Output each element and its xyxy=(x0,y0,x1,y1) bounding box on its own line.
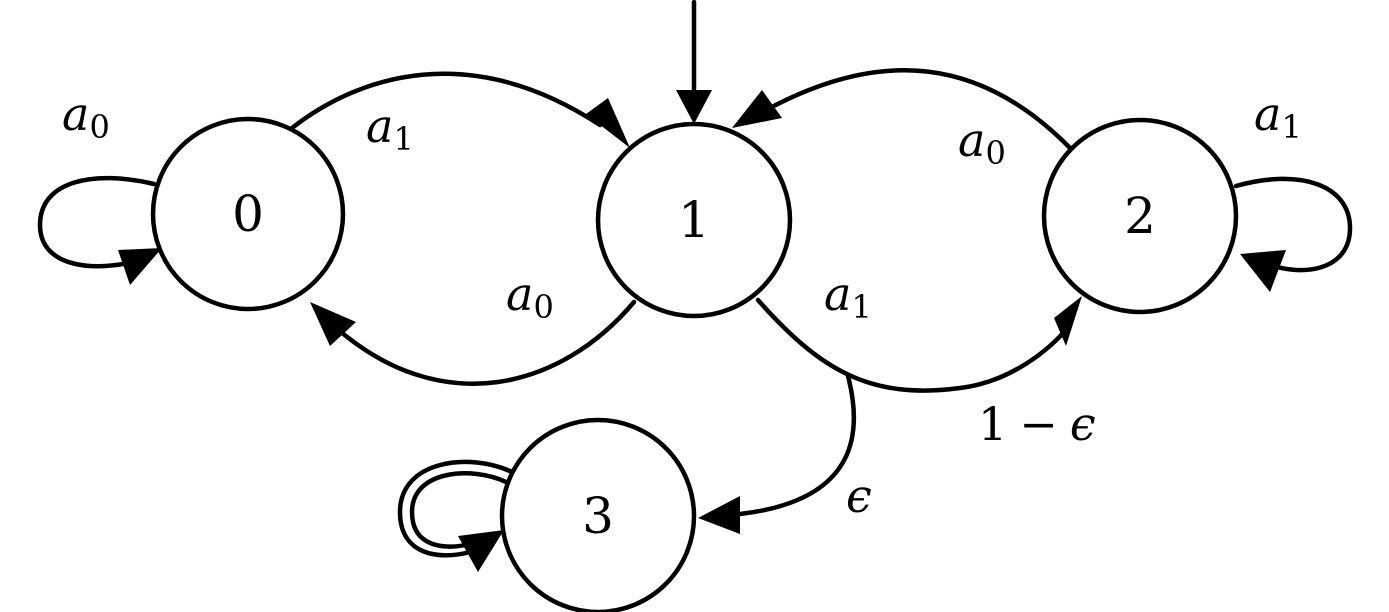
state-2-label: 2 xyxy=(1124,187,1156,245)
edge-2-2-arrowhead xyxy=(1240,250,1286,292)
state-3-label: 3 xyxy=(582,487,614,545)
edge-1-0 xyxy=(331,299,637,386)
label-2-1: a0 xyxy=(958,113,1006,172)
edge-1-2-arrowhead xyxy=(1054,296,1082,346)
state-3: 3 xyxy=(499,417,697,612)
prob-label-to-2: 1−ϵ xyxy=(978,397,1096,451)
edges xyxy=(37,0,1353,572)
label-1-2: a1 xyxy=(824,267,872,326)
edge-0-1-arrowhead xyxy=(586,98,630,148)
edge-3-3-outer xyxy=(397,459,515,558)
edge-0-0-arrowhead xyxy=(118,248,162,285)
edge-3-3-inner xyxy=(409,471,509,549)
edge-2-2 xyxy=(1233,176,1353,273)
edge-2-1-arrowhead xyxy=(732,90,782,128)
label-2-2: a1 xyxy=(1254,87,1302,146)
edge-1-2 xyxy=(755,297,1073,393)
state-1-label: 1 xyxy=(678,191,710,249)
edge-0-1 xyxy=(289,71,603,131)
state-2: 2 xyxy=(1041,117,1239,315)
state-0: 0 xyxy=(150,116,346,312)
prob-label-to-3: ϵ xyxy=(846,469,872,523)
label-1-0: a0 xyxy=(506,267,554,326)
label-0-0: a0 xyxy=(62,87,110,146)
edge-1-0-arrowhead xyxy=(310,302,356,346)
edge-branch-3 xyxy=(737,373,857,517)
edge-3-3-arrowhead xyxy=(458,530,504,572)
edge-0-0 xyxy=(37,175,157,269)
state-0-label: 0 xyxy=(232,185,264,243)
edge-2-1 xyxy=(767,68,1075,153)
label-0-1: a1 xyxy=(366,99,414,158)
state-1: 1 xyxy=(595,121,793,319)
initial-arrowhead xyxy=(676,90,712,124)
edge-branch-3-arrowhead xyxy=(698,496,740,534)
